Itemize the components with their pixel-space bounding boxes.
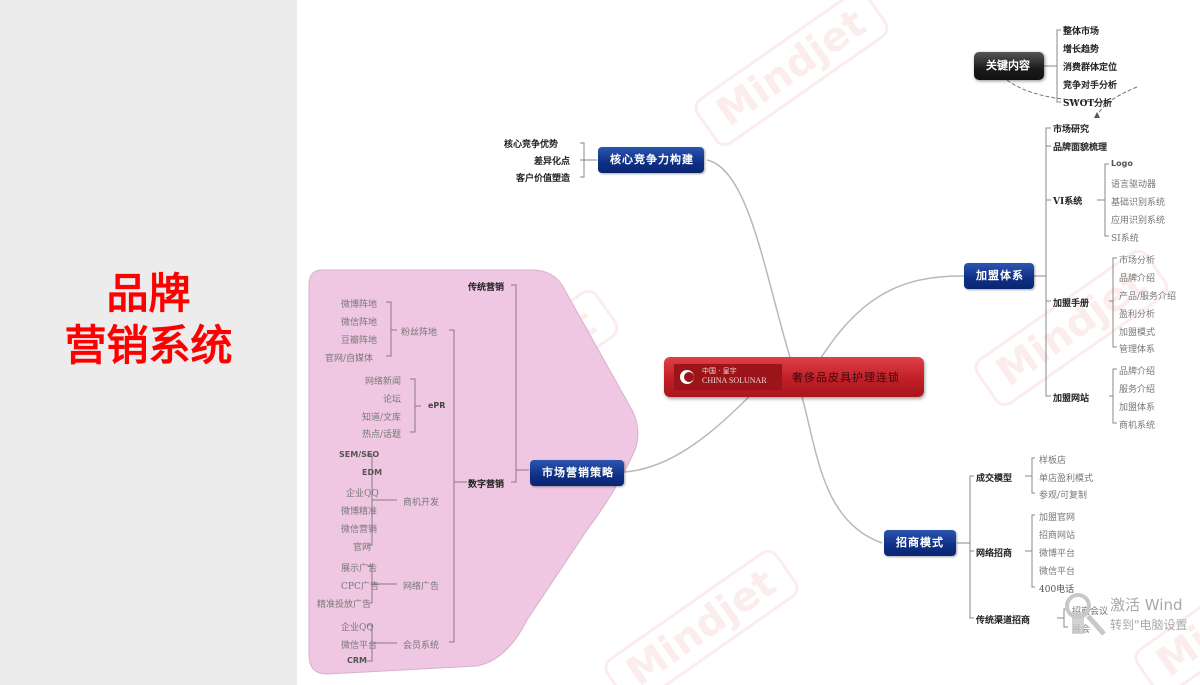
logo-cn-text: 中国 · 皇宇: [702, 367, 737, 375]
leaf: 消费群体定位: [1063, 63, 1118, 73]
activation-line2: 转到"电脑设置: [1110, 618, 1188, 632]
leaf: 品牌介绍: [1119, 274, 1156, 284]
leaf: 产品/服务介绍: [1119, 292, 1177, 302]
franchise-website-label: 加盟网站: [1053, 394, 1090, 404]
franchise-system-node[interactable]: 加盟体系: [964, 263, 1034, 289]
leaf: 招商会议: [1072, 607, 1109, 617]
core-child-1: 核心竞争优势: [504, 140, 559, 150]
leaf: 热点/话题: [362, 430, 402, 440]
slide-title-line2: 营销系统: [64, 321, 233, 370]
franchise-manual-label: 加盟手册: [1053, 299, 1090, 309]
leaf: 论坛: [383, 395, 402, 405]
group-label: 网络广告: [403, 582, 440, 592]
core-child-2: 差异化点: [534, 157, 571, 167]
leaf: 官网: [353, 543, 372, 553]
leaf: 市场分析: [1119, 256, 1156, 266]
offline-investment-label: 传统渠道招商: [976, 616, 1031, 626]
leaf: SI系统: [1111, 234, 1139, 244]
leaf: 增长趋势: [1063, 45, 1100, 55]
leaf: 企业QQ: [341, 623, 374, 633]
logo-moon-icon: [680, 370, 694, 384]
leaf: CRM: [347, 656, 367, 665]
leaf: 单店盈利模式: [1039, 474, 1094, 484]
leaf: 品牌面貌梳理: [1053, 143, 1108, 153]
leaf: 豆瓣阵地: [341, 336, 378, 346]
key-icon: [1065, 593, 1106, 636]
online-investment-label: 网络招商: [976, 549, 1013, 559]
brand-logo: 中国 · 皇宇 CHINA SOLUNAR: [674, 364, 782, 390]
leaf: 微信营销: [341, 525, 378, 535]
leaf: SWOT分析: [1063, 99, 1113, 109]
leaf: 加盟体系: [1119, 403, 1156, 413]
leaf: 精准投放广告: [317, 600, 372, 610]
leaf: 市场研究: [1053, 125, 1090, 135]
logo-en-text: CHINA SOLUNAR: [702, 376, 767, 385]
windows-activation-watermark: 激活 Wind 转到"电脑设置: [1110, 594, 1188, 633]
leaf: 竞争对手分析: [1063, 81, 1118, 91]
root-label: 奢侈品皮具护理连锁: [792, 371, 900, 384]
core-child-3: 客户价值塑造: [516, 174, 571, 184]
deal-model-label: 成交模型: [976, 474, 1013, 484]
leaf: 样板店: [1039, 456, 1067, 466]
leaf: 加盟官网: [1039, 513, 1076, 523]
leaf: 参观/可复制: [1039, 491, 1088, 501]
leaf: 微博阵地: [341, 300, 378, 310]
leaf: 官网/自媒体: [325, 354, 374, 364]
group-label: ePR: [428, 401, 446, 410]
investment-model-node[interactable]: 招商模式: [884, 530, 956, 556]
leaf: CPC广告: [341, 582, 379, 592]
root-node[interactable]: 中国 · 皇宇 CHINA SOLUNAR 奢侈品皮具护理连锁: [664, 357, 924, 397]
group-label: 会员系统: [403, 641, 440, 651]
traditional-marketing-label: 传统营销: [468, 283, 505, 293]
leaf: 知道/文库: [362, 413, 402, 423]
slide-title: 品牌 营销系统: [0, 268, 297, 372]
leaf: 整体市场: [1063, 27, 1100, 37]
leaf: EDM: [362, 468, 383, 477]
leaf: 微信平台: [1039, 567, 1076, 577]
marketing-highlight-region: [308, 269, 639, 675]
group-label: 商机开发: [403, 498, 440, 508]
leaf: 展示广告: [341, 564, 378, 574]
slide-title-line1: 品牌: [106, 269, 191, 318]
connector-lines: [308, 29, 1138, 675]
leaf: 盈利分析: [1119, 310, 1156, 320]
leaf: 语言驱动器: [1111, 180, 1157, 190]
leaf: 招商网站: [1039, 531, 1076, 541]
leaf: 服务介绍: [1119, 385, 1156, 395]
leaf: 微信阵地: [341, 318, 378, 328]
leaf: 基础识别系统: [1111, 198, 1166, 208]
activation-line1: 激活 Wind: [1110, 596, 1183, 614]
leaf: 品牌介绍: [1119, 367, 1156, 377]
leaf: 微博精准: [341, 507, 378, 517]
leaf: 加盟模式: [1119, 328, 1156, 338]
vi-system-label: VI系统: [1053, 197, 1083, 207]
leaf: 企业QQ: [346, 489, 379, 499]
leaf: 微信平台: [341, 641, 378, 651]
mindmap-canvas: Mindjet Mindjet Mindjet Mindjet Mindjet: [297, 0, 1200, 685]
key-content-node[interactable]: 关键内容: [974, 52, 1044, 80]
left-title-panel: 品牌 营销系统: [0, 0, 297, 685]
leaf: 网络新闻: [365, 377, 402, 387]
group-label: 粉丝阵地: [401, 328, 438, 338]
marketing-strategy-node[interactable]: 市场营销策略: [530, 460, 624, 486]
core-competitiveness-node[interactable]: 核心竞争力构建: [598, 147, 704, 173]
leaf: 微博平台: [1039, 549, 1076, 559]
leaf: 400电话: [1039, 585, 1075, 595]
leaf: 应用识别系统: [1111, 216, 1166, 226]
leaf: SEM/SEO: [339, 450, 380, 459]
leaf: 管理体系: [1119, 345, 1156, 355]
leaf: Logo: [1111, 159, 1133, 168]
leaf: 商机系统: [1119, 421, 1156, 431]
digital-marketing-label: 数字营销: [468, 480, 505, 490]
